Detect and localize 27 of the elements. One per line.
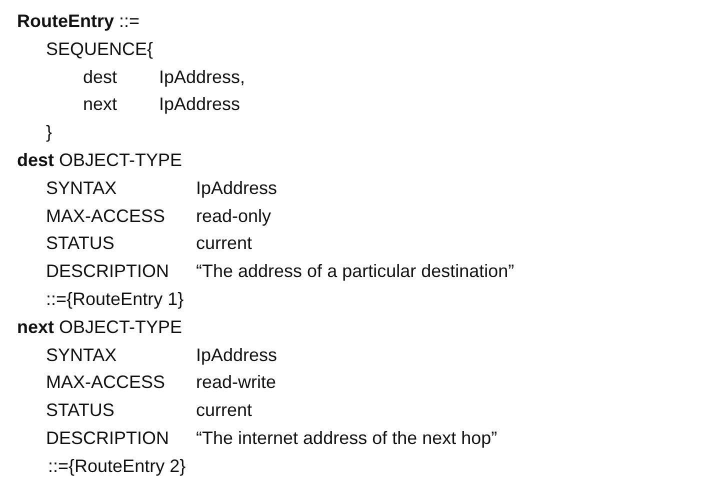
code-text: SYNTAX <box>46 178 117 199</box>
code-text: } <box>46 122 52 144</box>
code-text: IpAddress <box>159 94 240 116</box>
code-text: next <box>83 94 118 116</box>
code-text: ::={RouteEntry 1} <box>46 289 184 310</box>
code-text: IpAddress <box>196 344 278 366</box>
code-text: IpAddress <box>196 178 278 199</box>
code-text: dest <box>83 66 118 88</box>
code-text: dest OBJECT-TYPE <box>17 150 182 171</box>
code-text: SYNTAX <box>46 344 117 366</box>
code-text: RouteEntry ::= <box>17 11 140 32</box>
code-text: MAX-ACCESS <box>46 372 166 394</box>
code-text: STATUS <box>46 233 114 254</box>
code-text: MAX-ACCESS <box>46 206 166 227</box>
code-text: next OBJECT-TYPE <box>17 316 182 338</box>
code-text: SEQUENCE{ <box>46 38 154 60</box>
code-text: read-write <box>196 372 276 394</box>
code-text: read-only <box>196 206 272 227</box>
code-text: current <box>196 233 252 254</box>
code-text: DESCRIPTION <box>46 261 170 282</box>
code-text: “The internet address of the next hop” <box>196 428 498 449</box>
code-text: DESCRIPTION <box>46 428 170 449</box>
code-text: current <box>196 400 252 422</box>
code-text: ::={RouteEntry 2} <box>48 456 186 477</box>
code-text: IpAddress, <box>159 66 246 88</box>
code-text: STATUS <box>46 400 114 422</box>
code-text: “The address of a particular destination” <box>196 261 514 282</box>
